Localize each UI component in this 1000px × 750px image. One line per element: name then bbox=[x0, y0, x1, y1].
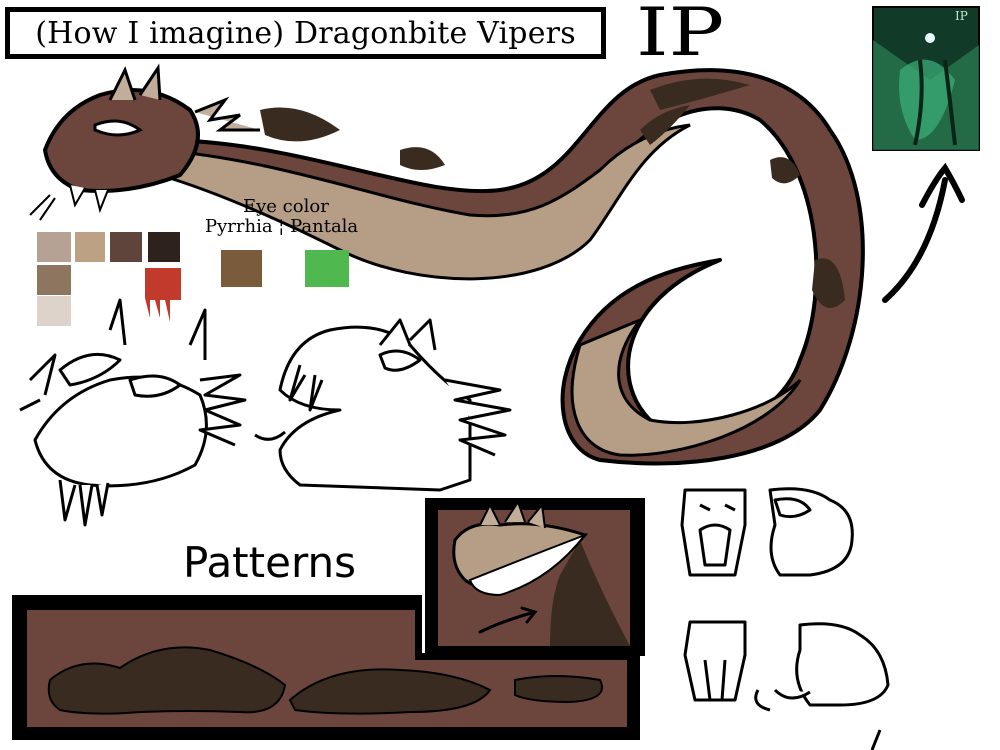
closeup-detail bbox=[425, 498, 645, 656]
viper-illustration bbox=[29, 63, 865, 466]
page-title: (How I imagine) Dragonbite Vipers bbox=[35, 15, 576, 51]
eye-color-title: Eye color bbox=[243, 196, 329, 217]
eye-color-pyrrhia-swatch bbox=[221, 250, 262, 287]
eye-color-labels: Pyrrhia ¦ Pantala bbox=[205, 216, 359, 237]
patterns-label: Patterns bbox=[183, 538, 356, 587]
title-box: (How I imagine) Dragonbite Vipers bbox=[5, 7, 606, 59]
pattern-sample bbox=[12, 595, 640, 740]
reference-thumbnail: IP bbox=[872, 6, 980, 151]
svg-text:IP: IP bbox=[955, 9, 968, 23]
head-sketch-right bbox=[254, 318, 512, 492]
head-sketch-left bbox=[19, 298, 247, 527]
mouth-sketches bbox=[680, 487, 890, 750]
artist-signature: IP bbox=[636, 0, 725, 71]
color-palette bbox=[37, 232, 181, 326]
arrow-to-reference bbox=[882, 162, 965, 303]
eye-color-pantala-swatch bbox=[305, 250, 349, 287]
